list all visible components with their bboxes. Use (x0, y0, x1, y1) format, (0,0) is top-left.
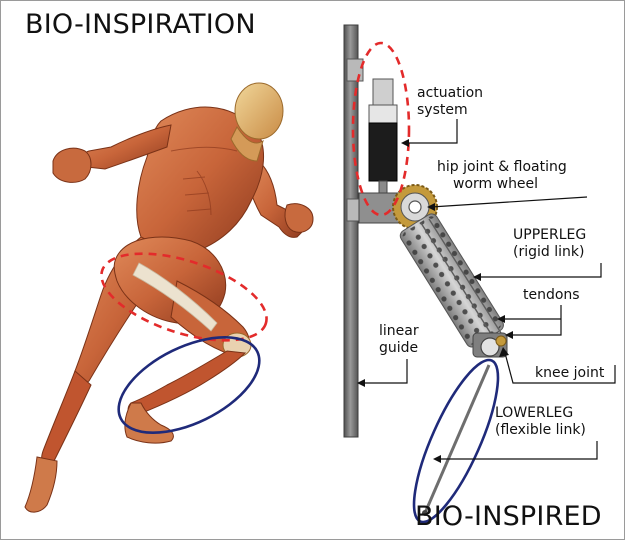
runner-figure (25, 83, 313, 512)
motor-top-block (373, 79, 393, 105)
label-guide-line1: linear (379, 323, 419, 340)
rail-carriage-top (347, 59, 363, 81)
label-upperleg-line1: UPPERLEG (513, 227, 586, 244)
label-hip-line1: hip joint & floating (437, 159, 567, 176)
leader-lowerleg (437, 441, 597, 459)
runner-rear-fist (285, 204, 313, 232)
motor-gearhead (369, 105, 397, 123)
leader-actuation (405, 119, 457, 143)
runner-trailing-shin (42, 371, 91, 465)
knee-gear-tip (496, 336, 506, 346)
arrow-lowerleg (433, 455, 441, 463)
leader-guide (361, 359, 407, 383)
label-knee-joint: knee joint (535, 365, 604, 382)
label-hip-line2: worm wheel (437, 176, 567, 193)
label-lowerleg-line1: LOWERLEG (495, 405, 586, 422)
label-actuation-system: actuation system (417, 85, 483, 119)
leader-hip (431, 197, 587, 207)
worm-wheel-bearing (409, 201, 421, 213)
label-upperleg-line2: (rigid link) (513, 244, 586, 261)
label-actuation-line1: actuation (417, 85, 483, 102)
linear-guide-rail (344, 25, 358, 437)
motor-body (369, 123, 397, 181)
runner-trailing-foot (25, 457, 57, 512)
bio-inspiration-title: BIO-INSPIRATION (25, 9, 256, 40)
leader-tendons (509, 305, 561, 335)
label-lowerleg: LOWERLEG (flexible link) (495, 405, 586, 439)
runner-front-fist (53, 148, 91, 182)
label-lowerleg-line2: (flexible link) (495, 422, 586, 439)
label-guide-line2: guide (379, 340, 419, 357)
label-upperleg: UPPERLEG (rigid link) (513, 227, 586, 261)
label-actuation-line2: system (417, 102, 483, 119)
arrow-actuation (401, 139, 409, 147)
runner-head (235, 83, 283, 139)
label-linear-guide: linear guide (379, 323, 419, 357)
leader-upperleg (477, 263, 601, 277)
bio-inspired-title: BIO-INSPIRED (415, 501, 602, 532)
label-tendons: tendons (523, 287, 580, 304)
label-hip-joint: hip joint & floating worm wheel (437, 159, 567, 193)
